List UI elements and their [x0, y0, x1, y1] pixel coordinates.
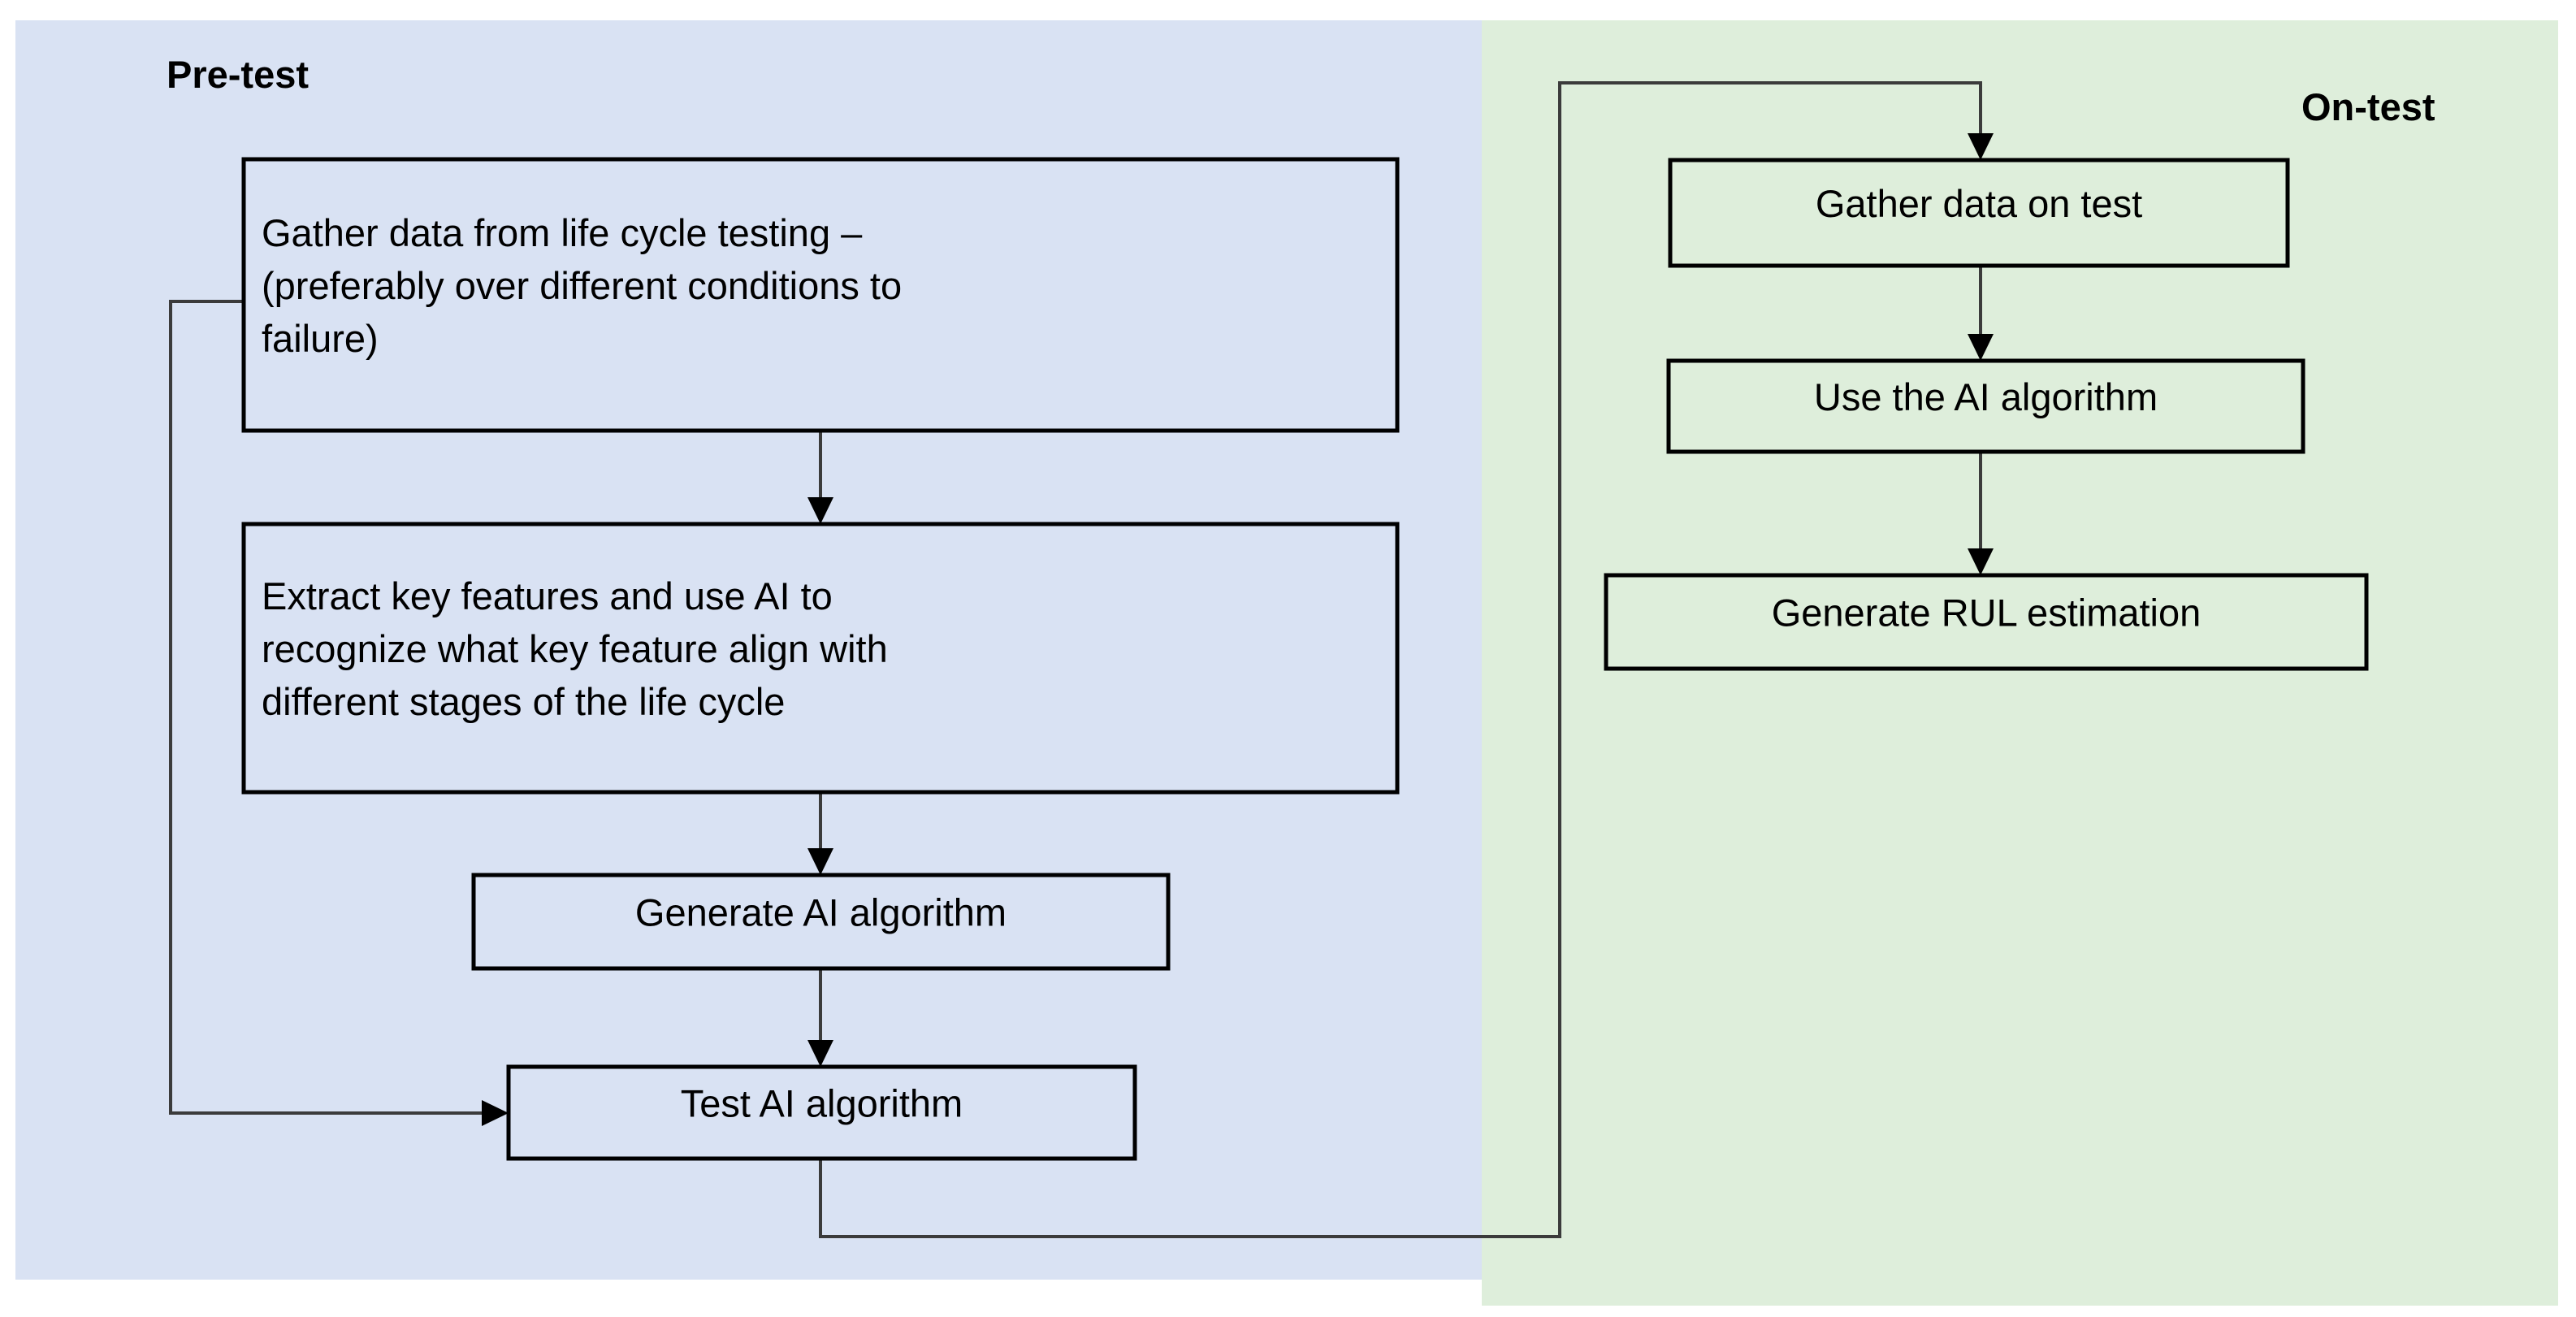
panel-background-on-test	[1482, 20, 2558, 1306]
node-label-line: Gather data on test	[1816, 182, 2142, 225]
node-label-line: recognize what key feature align with	[262, 627, 888, 670]
node-gather-data-on-test[interactable]: Gather data on test	[1668, 158, 2290, 268]
edge-test-to-on-test-loop	[819, 81, 1994, 1238]
node-extract-key-features[interactable]: Extract key features and use AI to recogn…	[241, 522, 1400, 795]
panel-on-test	[1482, 20, 2558, 1306]
node-box	[1604, 573, 2369, 671]
node-test-ai-algorithm[interactable]: Test AI algorithm	[506, 1064, 1137, 1161]
node-box	[241, 522, 1400, 795]
nodes-layer: Gather data from life cycle testing – (pr…	[241, 157, 2369, 1161]
node-box	[1668, 158, 2290, 268]
node-label-line: Generate AI algorithm	[635, 891, 1007, 934]
node-label-line: failure)	[262, 317, 379, 360]
node-box	[506, 1064, 1137, 1161]
edge-path	[819, 81, 1982, 1238]
node-label-line: Test AI algorithm	[681, 1082, 963, 1125]
node-generate-ai-algorithm[interactable]: Generate AI algorithm	[471, 873, 1171, 971]
arrowhead-icon	[807, 1040, 833, 1067]
node-label-line: Gather data from life cycle testing –	[262, 211, 863, 254]
node-box	[471, 873, 1171, 971]
node-box	[1666, 358, 2305, 454]
node-gather-life-cycle[interactable]: Gather data from life cycle testing – (pr…	[241, 157, 1400, 433]
arrowhead-icon	[807, 848, 833, 875]
panel-label-on-test: On-test	[2301, 85, 2435, 128]
panel-background-pre-test	[15, 20, 1482, 1280]
edge-use-ai-to-rul	[1968, 452, 1994, 575]
edge-path	[169, 300, 487, 1115]
node-label-line: (preferably over different conditions to	[262, 264, 902, 307]
panel-pre-test	[15, 20, 1482, 1280]
arrowhead-icon	[1968, 133, 1994, 160]
node-generate-rul-estimation[interactable]: Generate RUL estimation	[1604, 573, 2369, 671]
edge-gather-test-to-use-ai	[1968, 266, 1994, 361]
node-label-line: different stages of the life cycle	[262, 680, 785, 723]
edge-generate-to-test	[807, 968, 833, 1067]
arrowhead-icon	[807, 497, 833, 524]
arrowhead-icon	[482, 1100, 509, 1126]
panel-label-pre-test: Pre-test	[167, 53, 309, 96]
edge-test-feedback-to-gather	[169, 300, 509, 1126]
node-box	[241, 157, 1400, 433]
arrowhead-icon	[1968, 334, 1994, 361]
node-label-line: Generate RUL estimation	[1772, 591, 2202, 635]
node-label-line: Use the AI algorithm	[1814, 375, 2158, 418]
arrowhead-icon	[1968, 548, 1994, 575]
edge-extract-to-generate	[807, 792, 833, 875]
node-use-the-ai-algorithm[interactable]: Use the AI algorithm	[1666, 358, 2305, 454]
node-label-line: Extract key features and use AI to	[262, 574, 833, 617]
edge-gather-to-extract	[807, 431, 833, 524]
edges-layer	[169, 81, 1994, 1238]
